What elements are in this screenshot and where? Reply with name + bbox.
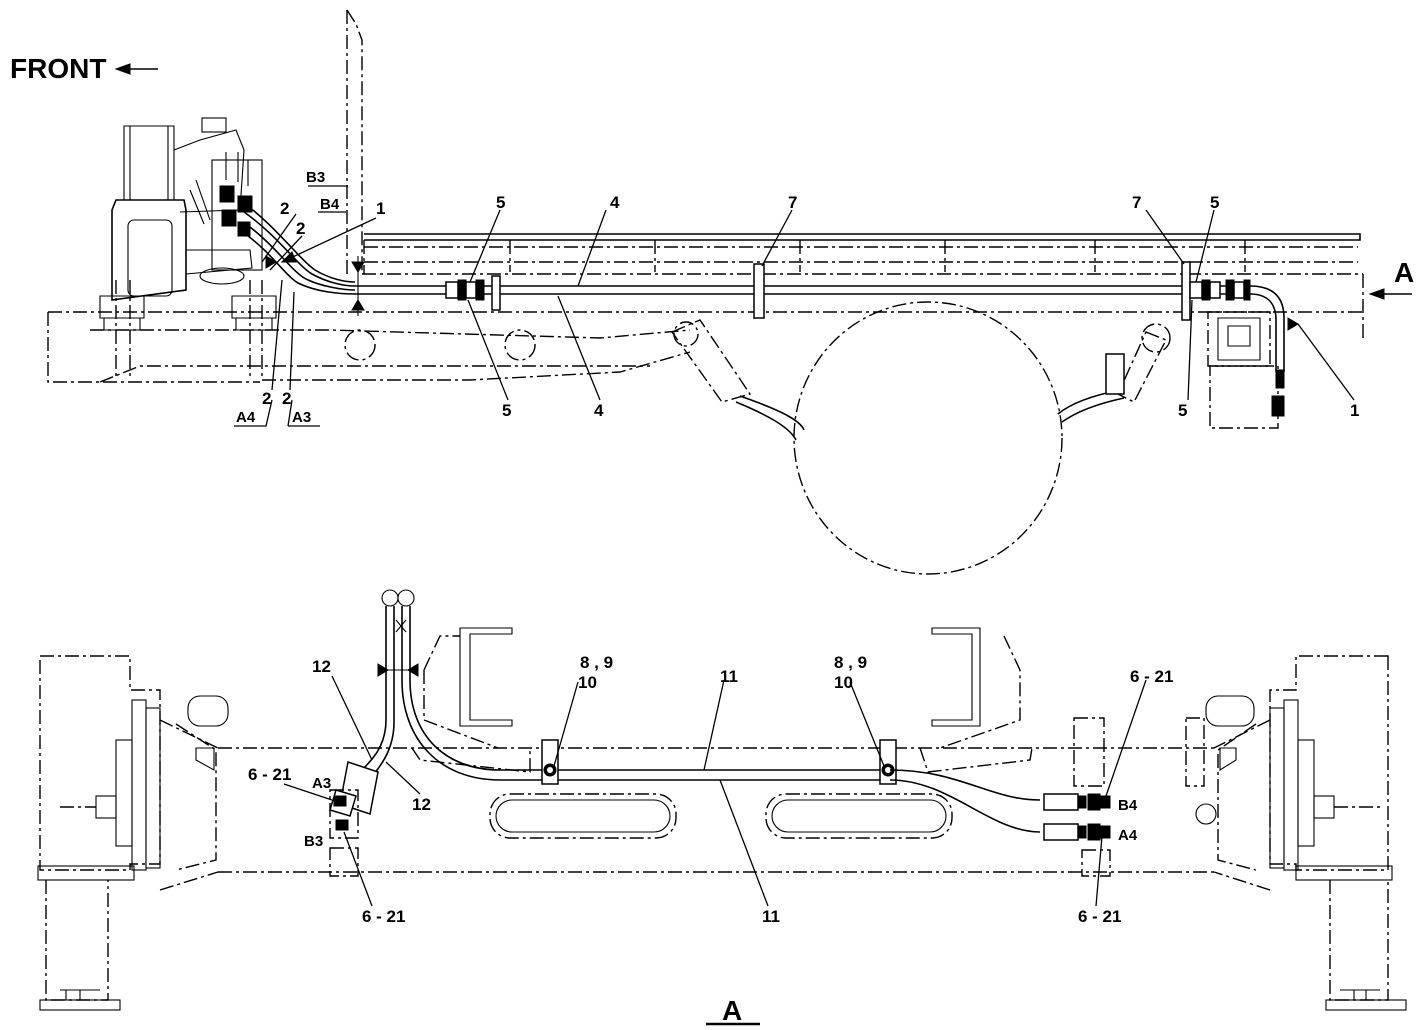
outrigger-box-rear [1207,311,1279,429]
label-1-bottom-right: 1 [1350,401,1359,420]
fittings-a3-b3 [329,761,379,877]
cab-rear-wall [346,9,363,275]
hose-11 [889,769,1041,833]
label-5-bottom-right: 5 [1178,401,1187,420]
section-title: A [706,995,760,1026]
label-2-a4: 2 [262,389,271,408]
label-7-top-left: 7 [788,193,797,212]
label-2-b4: 2 [296,219,305,238]
label-6-21-right-bottom: 6 - 21 [1078,907,1121,926]
truck-frame [47,273,1364,383]
label-a3-bottom: A3 [292,409,311,426]
coupling-5-rear [1181,261,1251,321]
label-b4: B4 [1118,797,1138,814]
rear-wheel [793,301,1063,575]
label-5-bottom-left: 5 [502,401,511,420]
label-b4-top: B4 [320,196,340,213]
bulkhead-fitting-front [265,255,365,316]
label-12-bottom: 12 [412,795,431,814]
coupling-5-front [445,275,501,311]
view-a-marker: A [1368,257,1414,300]
bracket-right [931,627,1021,749]
label-a4-bottom: A4 [236,409,256,426]
clamp-7-middle [753,263,765,319]
hose-pair-12 [361,589,890,781]
label-2-a3: 2 [282,389,291,408]
label-6-21-left-bottom: 6 - 21 [362,907,405,926]
label-10-right: 10 [834,673,853,692]
hose-bundle-front [239,199,356,295]
view-a-label: A [1394,257,1414,288]
label-a4: A4 [1118,827,1138,844]
outrigger-left [37,655,229,1011]
label-12-top: 12 [312,657,331,676]
label-7-top-right: 7 [1132,193,1141,212]
leaders-section [283,675,1147,907]
body-deck-frame [363,233,1361,274]
suspension-arm-front [670,319,805,441]
label-4-bottom: 4 [594,401,604,420]
label-b3-top: B3 [306,169,325,186]
side-view: B3 B4 1 2 2 2 2 A4 A3 5 4 7 7 5 5 4 5 1 [47,9,1364,575]
fittings-b4-a4 [1043,793,1111,877]
label-b3: B3 [304,833,323,850]
label-11-bottom: 11 [762,907,780,926]
leaders-side [234,185,1355,427]
hose-rear-to-cylinder [1249,285,1299,417]
cross-member [159,719,1271,891]
left-arrow-icon [114,63,158,75]
tube-line-4 [355,285,1250,295]
label-5-top-right: 5 [1210,193,1219,212]
front-label: FRONT [10,53,106,84]
outrigger-right [1073,655,1407,1011]
section-title-label: A [722,995,742,1026]
section-view-a: 12 12 6 - 21 A3 B3 6 - 21 8 , 9 10 11 8 … [37,589,1407,1026]
label-4-top: 4 [610,193,620,212]
label-6-21-right-top: 6 - 21 [1130,667,1173,686]
clamp-8-9-10-left [541,739,559,785]
bracket-left [423,627,513,749]
clamp-8-9-10-right [879,739,897,785]
label-10-left: 10 [578,673,597,692]
label-a3: A3 [312,775,331,792]
label-8-9-right: 8 , 9 [834,653,867,672]
front-indicator: FRONT [10,53,158,84]
label-8-9-left: 8 , 9 [580,653,613,672]
pump-valve-assembly [99,117,277,378]
suspension-arm-rear [1057,323,1171,423]
label-1-top: 1 [376,199,385,218]
label-2-b3: 2 [280,199,289,218]
label-11-top: 11 [720,667,738,686]
view-arrow-icon [1368,288,1412,300]
label-6-21-left-top: 6 - 21 [248,765,291,784]
label-5-top-left: 5 [496,193,505,212]
